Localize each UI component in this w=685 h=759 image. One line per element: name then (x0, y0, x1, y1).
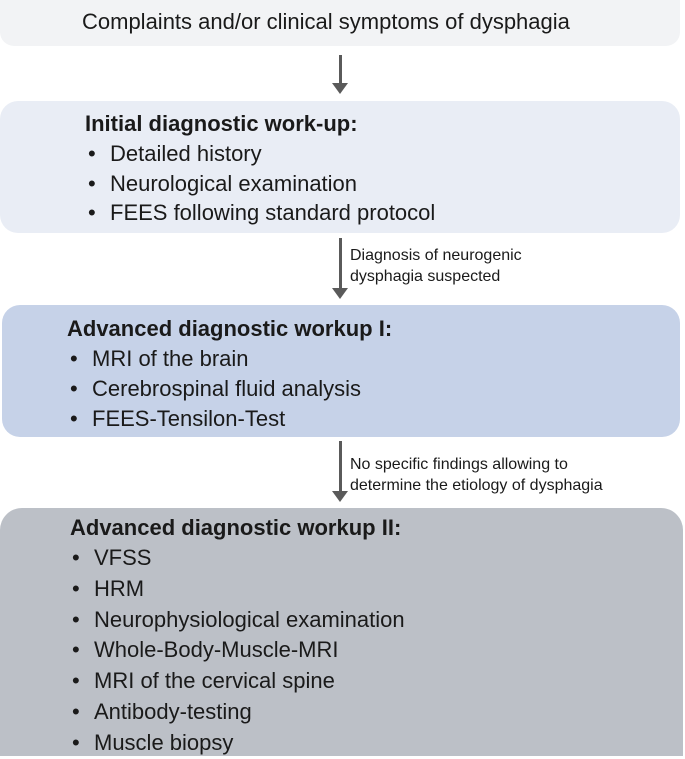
arrow-2-label-line: dysphagia suspected (350, 268, 501, 285)
list-item: Antibody-testing (72, 697, 405, 728)
arrow-shaft (339, 238, 342, 290)
list-item: MRI of the cervical spine (72, 666, 405, 697)
advanced-workup-1-list: MRI of the brain Cerebrospinal fluid ana… (70, 344, 361, 434)
flow-arrow-1 (331, 55, 351, 95)
list-item: Detailed history (88, 139, 435, 169)
arrow-down-icon (332, 288, 348, 299)
list-item: VFSS (72, 543, 405, 574)
list-item: Cerebrospinal fluid analysis (70, 374, 361, 404)
symptoms-title: Complaints and/or clinical symptoms of d… (82, 9, 570, 34)
arrow-3-label-line: determine the etiology of dysphagia (350, 477, 603, 494)
list-item: Neurological examination (88, 169, 435, 199)
list-item: FEES following standard protocol (88, 198, 435, 228)
arrow-3-label-line: No specific findings allowing to (350, 456, 568, 473)
list-item: FEES-Tensilon-Test (70, 404, 361, 434)
arrow-2-label: Diagnosis of neurogenic dysphagia suspec… (350, 245, 522, 287)
advanced-workup-2-box: Advanced diagnostic workup II: VFSS HRM … (0, 508, 683, 756)
advanced-workup-2-list: VFSS HRM Neurophysiological examination … (72, 543, 405, 759)
arrow-down-icon (332, 83, 348, 94)
advanced-workup-2-heading: Advanced diagnostic workup II: (70, 515, 402, 540)
arrow-shaft (339, 441, 342, 493)
arrow-down-icon (332, 491, 348, 502)
list-item: Muscle biopsy (72, 728, 405, 759)
list-item: MRI of the brain (70, 344, 361, 374)
initial-workup-heading: Initial diagnostic work-up: (85, 111, 358, 136)
arrow-shaft (339, 55, 342, 85)
initial-workup-box: Initial diagnostic work-up: Detailed his… (0, 101, 680, 233)
flow-arrow-2 (331, 238, 351, 300)
initial-workup-list: Detailed history Neurological examinatio… (88, 139, 435, 228)
list-item: Whole-Body-Muscle-MRI (72, 635, 405, 666)
list-item: Neurophysiological examination (72, 605, 405, 636)
arrow-3-label: No specific findings allowing to determi… (350, 454, 603, 496)
flow-arrow-3 (331, 441, 351, 503)
advanced-workup-1-box: Advanced diagnostic workup I: MRI of the… (2, 305, 680, 437)
advanced-workup-1-heading: Advanced diagnostic workup I: (67, 316, 393, 341)
symptoms-box: Complaints and/or clinical symptoms of d… (0, 0, 680, 46)
arrow-2-label-line: Diagnosis of neurogenic (350, 247, 522, 264)
list-item: HRM (72, 574, 405, 605)
